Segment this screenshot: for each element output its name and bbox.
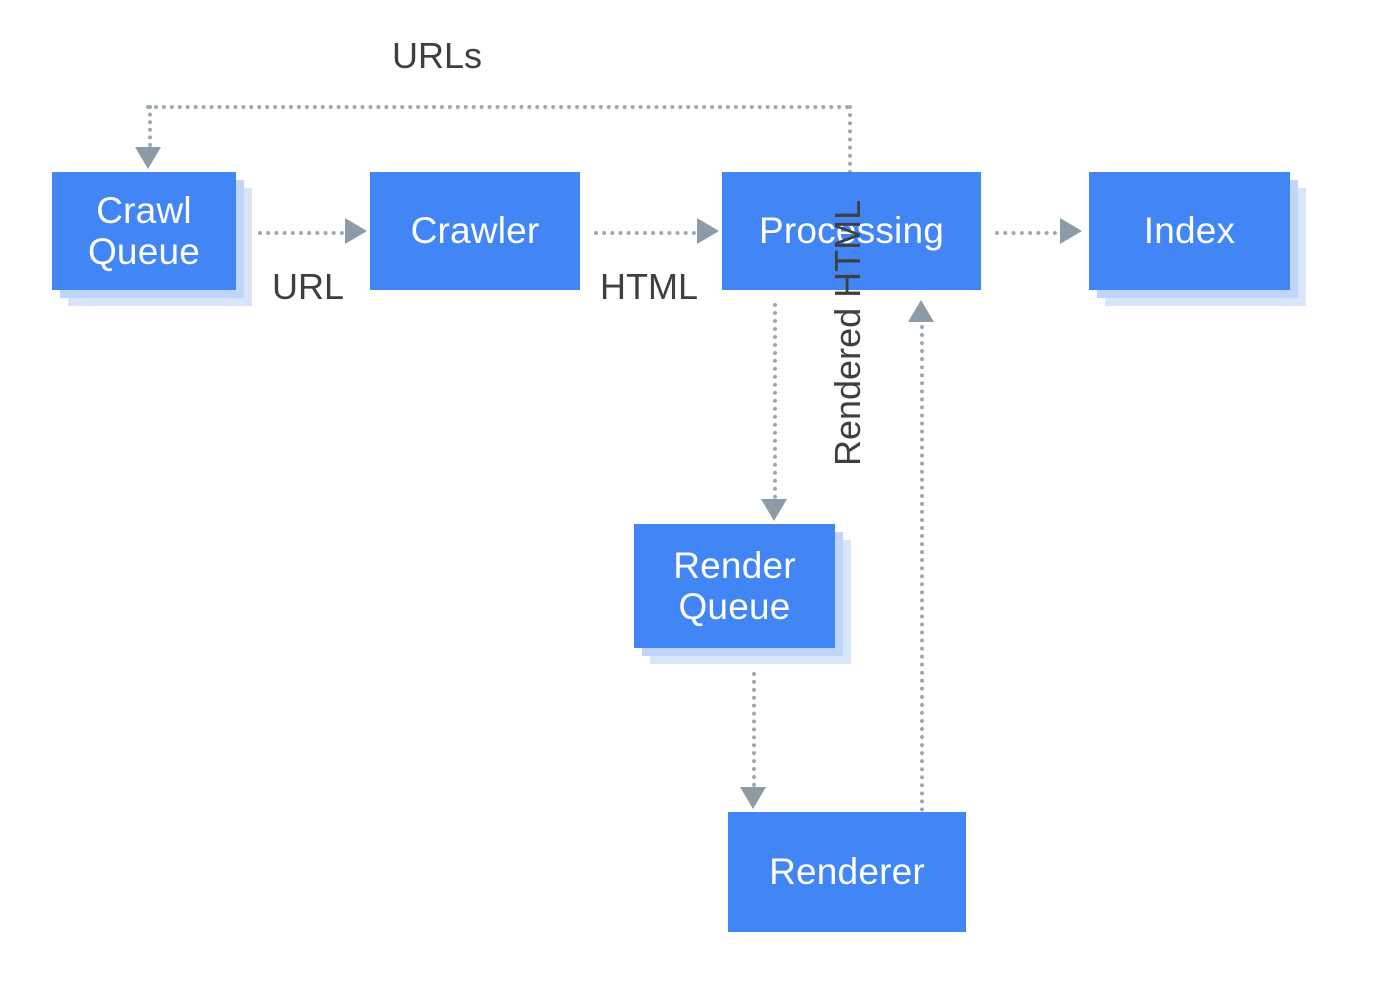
connector-rendered-html xyxy=(920,325,924,812)
arrow-processing-to-render-queue xyxy=(761,499,787,521)
node-render-queue-label: Render Queue xyxy=(673,544,796,627)
edge-label-rendered-html: Rendered HTML xyxy=(827,199,868,466)
edge-label-html: HTML xyxy=(600,266,698,307)
node-crawler[interactable]: Crawler xyxy=(370,172,580,290)
edge-label-url: URL xyxy=(272,266,345,307)
connector-urls-riser xyxy=(848,105,852,174)
connector-processing-to-index xyxy=(995,231,1057,235)
arrow-urls-to-crawl-queue xyxy=(135,147,161,169)
arrow-render-queue-to-renderer xyxy=(740,787,766,809)
arrow-processing-to-index xyxy=(1060,218,1082,244)
connector-processing-to-render-queue xyxy=(773,303,777,499)
node-render-queue[interactable]: Render Queue xyxy=(634,524,835,648)
node-index[interactable]: Index xyxy=(1089,172,1290,290)
node-index-label: Index xyxy=(1143,210,1236,252)
arrow-rendered-html-to-processing xyxy=(908,300,934,322)
connector-urls-span xyxy=(146,105,850,109)
node-renderer[interactable]: Renderer xyxy=(728,812,966,932)
node-crawl-queue[interactable]: Crawl Queue xyxy=(52,172,236,290)
arrow-html-to-processing xyxy=(697,218,719,244)
connector-urls-drop xyxy=(148,105,152,147)
node-processing[interactable]: Processing xyxy=(722,172,981,290)
connector-render-queue-to-renderer xyxy=(752,672,756,787)
node-crawler-label: Crawler xyxy=(410,210,540,252)
node-renderer-label: Renderer xyxy=(769,851,925,893)
connector-html xyxy=(594,231,696,235)
node-crawl-queue-label: Crawl Queue xyxy=(87,189,201,272)
arrow-url-to-crawler xyxy=(345,218,367,244)
edge-label-urls: URLs xyxy=(392,35,483,76)
connector-url xyxy=(258,231,344,235)
node-processing-label: Processing xyxy=(758,210,945,252)
